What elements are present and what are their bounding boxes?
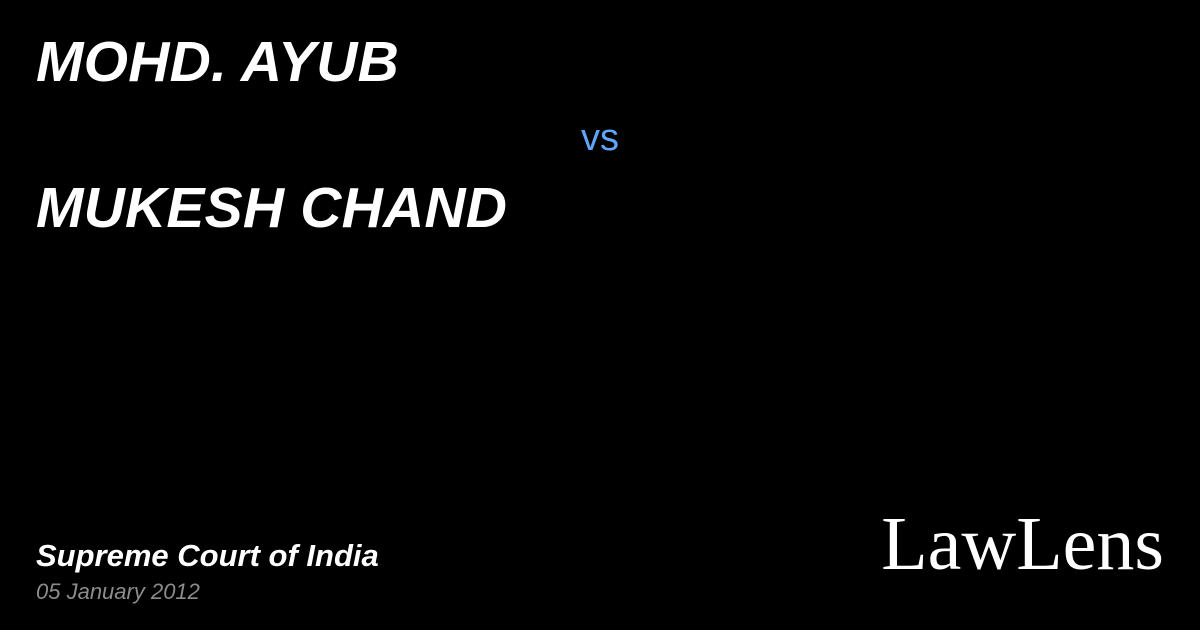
- case-date: 05 January 2012: [36, 578, 200, 604]
- respondent-name: MUKESH CHAND: [36, 176, 508, 240]
- court-info-block: Supreme Court of India 05 January 2012: [36, 538, 379, 604]
- lawlens-logo: LawLens: [881, 502, 1164, 586]
- appellant-name: MOHD. AYUB: [36, 30, 399, 94]
- versus-label: vs: [581, 117, 619, 159]
- court-name: Supreme Court of India: [36, 538, 379, 574]
- card-footer: Supreme Court of India 05 January 2012 L…: [0, 480, 1200, 630]
